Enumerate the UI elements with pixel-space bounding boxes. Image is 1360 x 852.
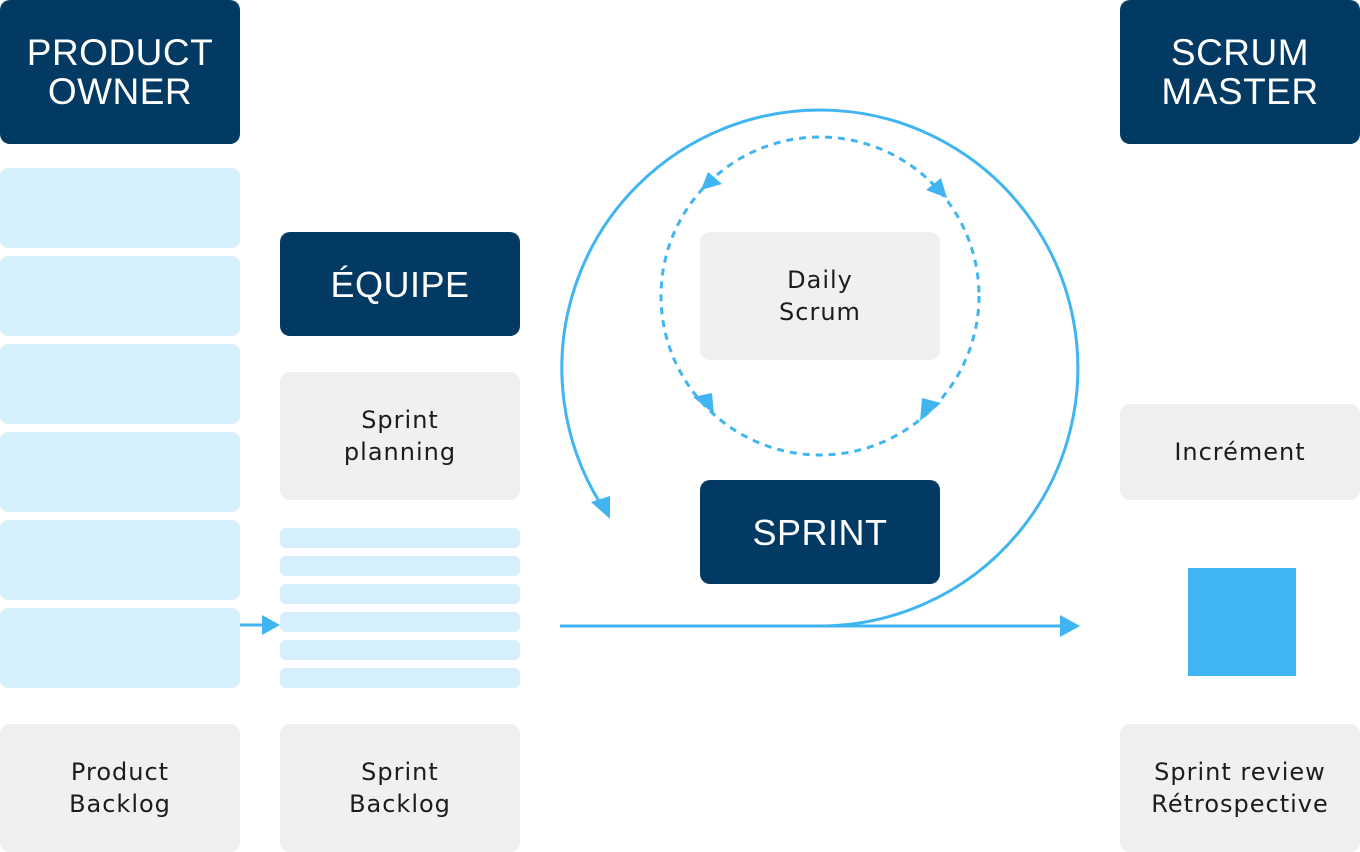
review-retrospective-label: Sprint review Rétrospective <box>1120 724 1360 852</box>
sprint-cycle-arrowhead <box>591 496 610 519</box>
sprint-planning-box: Sprint planning <box>280 372 520 500</box>
daily-scrum-cycle <box>659 135 981 457</box>
sprint-backlog-item <box>280 528 520 548</box>
backlog-item <box>0 608 240 688</box>
sprint-backlog-label: Sprint Backlog <box>280 724 520 852</box>
sprint-backlog-item <box>280 584 520 604</box>
backlog-item <box>0 344 240 424</box>
sprint-exit-arrowhead <box>1060 615 1080 637</box>
sprint-cycle-arrow <box>560 108 1080 628</box>
sprint-backlog-item <box>280 640 520 660</box>
backlog-item <box>0 432 240 512</box>
sprint-backlog-item <box>280 556 520 576</box>
sprint-backlog-item <box>280 668 520 688</box>
backlog-item <box>0 256 240 336</box>
daily-scrum-arrowheads <box>693 172 947 421</box>
scrum-master-box: SCRUM MASTER <box>1120 0 1360 144</box>
team-box: ÉQUIPE <box>280 232 520 336</box>
sprint-box: SPRINT <box>700 480 940 584</box>
increment-box: Incrément <box>1120 404 1360 500</box>
daily-scrum-box: Daily Scrum <box>700 232 940 360</box>
backlog-transfer-arrow <box>240 615 280 635</box>
increment-square <box>1188 568 1296 676</box>
backlog-item <box>0 168 240 248</box>
sprint-backlog-item <box>280 612 520 632</box>
product-owner-box: PRODUCT OWNER <box>0 0 240 144</box>
product-backlog-label: Product Backlog <box>0 724 240 852</box>
backlog-item <box>0 520 240 600</box>
